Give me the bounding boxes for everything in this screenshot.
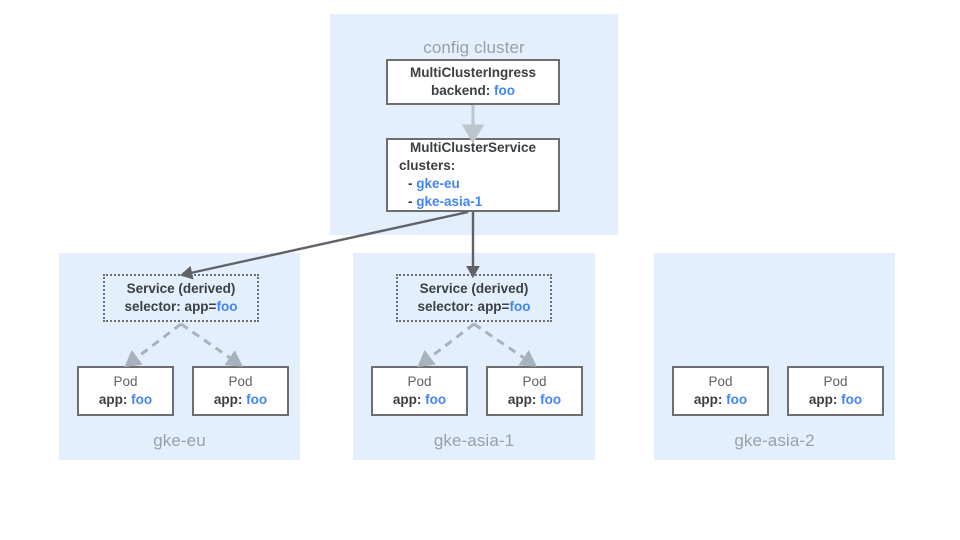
pod-app-value: foo <box>726 392 748 407</box>
pod-app-label: app: <box>808 392 838 407</box>
pod-app-label: app: <box>98 392 128 407</box>
cluster-label-gke-eu: gke-eu <box>153 431 206 450</box>
config-cluster-label: config cluster <box>423 38 525 57</box>
pod-box[interactable]: Pod app: foo <box>672 366 769 416</box>
pod-app-value: foo <box>131 392 153 407</box>
pod-app: app: foo <box>393 391 446 409</box>
derived-service-selector: selector: app=foo <box>125 298 238 316</box>
cluster-label-gke-asia-2: gke-asia-2 <box>734 431 815 450</box>
multiclusteringress-backend-value: foo <box>494 83 516 98</box>
pod-title: Pod <box>407 374 432 390</box>
pod-app: app: foo <box>99 391 152 409</box>
pod-box[interactable]: Pod app: foo <box>192 366 289 416</box>
multiclusteringress-backend: backend: foo <box>431 82 515 100</box>
pod-app-value: foo <box>540 392 562 407</box>
derived-service-selector-value: foo <box>216 299 238 314</box>
multiclusteringress-box[interactable]: MultiClusterIngress backend: foo <box>386 59 560 105</box>
pod-app: app: foo <box>694 391 747 409</box>
pod-app-label: app: <box>392 392 422 407</box>
multiclusteringress-title: MultiClusterIngress <box>409 65 537 81</box>
pod-app-label: app: <box>213 392 243 407</box>
pod-title: Pod <box>708 374 733 390</box>
derived-service-box-gke-asia-1[interactable]: Service (derived) selector: app=foo <box>396 274 552 322</box>
pod-app-label: app: <box>693 392 723 407</box>
pod-app: app: foo <box>508 391 561 409</box>
pod-app: app: foo <box>214 391 267 409</box>
multiclusterservice-clusters-label: clusters: <box>399 158 456 174</box>
list-dash: - <box>408 176 413 191</box>
pod-app-value: foo <box>246 392 268 407</box>
pod-title: Pod <box>522 374 547 390</box>
derived-service-selector-label: selector: app= <box>124 299 217 314</box>
multiclusteringress-backend-label: backend: <box>430 83 491 98</box>
derived-service-title: Service (derived) <box>419 281 529 297</box>
cluster-panel-gke-asia-2: gke-asia-2 <box>654 253 895 460</box>
pod-app-value: foo <box>425 392 447 407</box>
multiclusterservice-cluster-item: - gke-eu <box>399 175 558 193</box>
pod-title: Pod <box>113 374 138 390</box>
multiclusterservice-body: clusters: - gke-eu - gke-asia-1 <box>388 157 558 210</box>
pod-box[interactable]: Pod app: foo <box>486 366 583 416</box>
pod-box[interactable]: Pod app: foo <box>77 366 174 416</box>
multiclusterservice-cluster-value: gke-asia-1 <box>416 193 483 209</box>
multiclusterservice-cluster-item: - gke-asia-1 <box>399 193 558 211</box>
derived-service-selector-label: selector: app= <box>417 299 510 314</box>
derived-service-selector: selector: app=foo <box>418 298 531 316</box>
pod-box[interactable]: Pod app: foo <box>371 366 468 416</box>
list-dash: - <box>408 193 413 209</box>
pod-title: Pod <box>228 374 253 390</box>
multiclusterservice-box[interactable]: MultiClusterService clusters: - gke-eu -… <box>386 138 560 212</box>
derived-service-box-gke-eu[interactable]: Service (derived) selector: app=foo <box>103 274 259 322</box>
derived-service-title: Service (derived) <box>126 281 236 297</box>
pod-app-label: app: <box>507 392 537 407</box>
derived-service-selector-value: foo <box>509 299 531 314</box>
multiclusterservice-title: MultiClusterService <box>409 140 537 156</box>
pod-app-value: foo <box>841 392 863 407</box>
cluster-panel-gke-asia-1: gke-asia-1 <box>353 253 595 460</box>
pod-title: Pod <box>823 374 848 390</box>
multiclusterservice-cluster-value: gke-eu <box>416 176 460 191</box>
pod-box[interactable]: Pod app: foo <box>787 366 884 416</box>
cluster-label-gke-asia-1: gke-asia-1 <box>433 431 515 450</box>
pod-app: app: foo <box>809 391 862 409</box>
